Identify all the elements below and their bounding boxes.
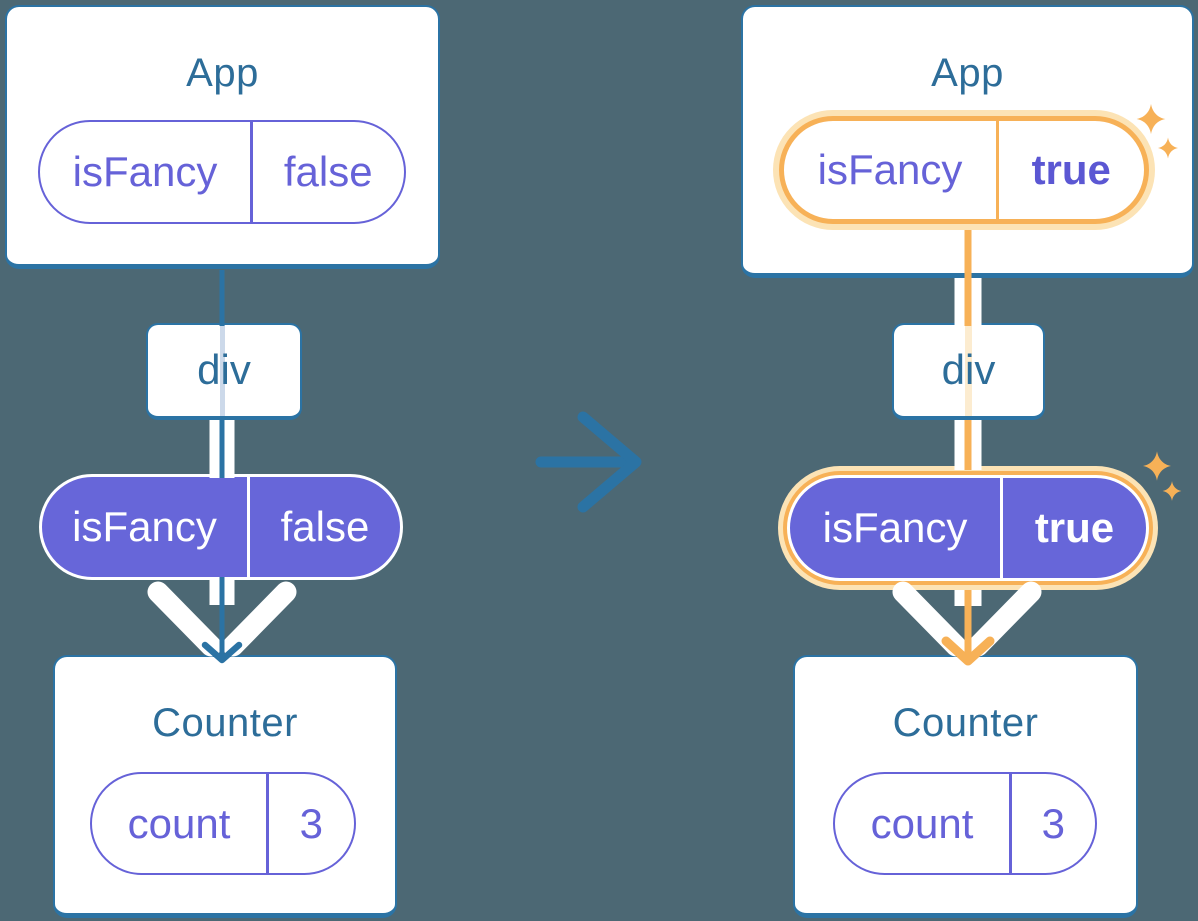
prop-value: true (1034, 504, 1115, 551)
state-value: 3 (299, 799, 323, 847)
component-title: Counter (152, 701, 298, 745)
pill-divider (996, 121, 999, 219)
flow-line-orange (964, 590, 972, 656)
flow-line-white (954, 420, 965, 470)
white-chevron-left-arm (892, 581, 967, 657)
div-card: div (146, 323, 302, 420)
flow-line (219, 420, 225, 478)
flow-line-white (209, 420, 220, 478)
flow-line-white (954, 278, 965, 326)
white-chevron-left-arm (147, 581, 222, 657)
app-prop-pill: isFancy false (38, 120, 406, 224)
prop-value: true (1031, 146, 1111, 193)
prop-value: false (280, 503, 370, 550)
counter-state-pill: count 3 (90, 772, 356, 875)
white-chevron-right-arm (967, 581, 1042, 657)
component-title: div (941, 346, 996, 393)
component-title: div (197, 346, 251, 393)
prop-name: isFancy (822, 504, 968, 551)
app-prop-pill-highlighted: isFancy true (779, 116, 1149, 224)
flow-line-orange (964, 420, 972, 470)
flow-line-orange (964, 278, 972, 326)
state-name: count (870, 799, 974, 847)
pill-divider (1000, 478, 1003, 578)
component-title: Counter (892, 701, 1039, 745)
flow-line-white (971, 278, 982, 326)
flow-line-through-card (964, 325, 972, 416)
prop-flow-after (892, 230, 1042, 666)
flow-line-white (954, 590, 965, 606)
state-name: count (127, 799, 231, 847)
pill-divider (1009, 774, 1012, 873)
pill-divider (247, 477, 250, 577)
counter-state-pill: count 3 (833, 772, 1097, 875)
flow-line-white (209, 577, 220, 605)
pill-divider (250, 122, 253, 222)
flow-line (219, 577, 225, 659)
state-value: 3 (1041, 799, 1065, 847)
flow-line-white (224, 577, 235, 605)
flow-line (219, 270, 225, 326)
passed-prop-pill-highlighted: isFancy true (787, 475, 1149, 581)
passed-prop-pill: isFancy false (39, 474, 403, 580)
div-card: div (892, 323, 1045, 420)
prop-name: isFancy (817, 146, 963, 193)
prop-value: false (283, 148, 373, 195)
white-chevron-right-arm (222, 581, 297, 657)
flow-line-white (971, 420, 982, 470)
flow-line-through-card (219, 325, 225, 416)
sparkle-icon (1162, 481, 1182, 501)
arrow-head (577, 411, 642, 513)
pill-divider (266, 774, 269, 873)
arrow-right-icon (535, 411, 642, 513)
prop-name: isFancy (72, 148, 218, 195)
flow-line-white (224, 420, 235, 478)
sparkle-icon (1143, 451, 1171, 481)
prop-name: isFancy (72, 503, 217, 550)
component-title: App (186, 51, 259, 95)
flow-line-white (971, 590, 982, 606)
component-title: App (931, 51, 1004, 95)
